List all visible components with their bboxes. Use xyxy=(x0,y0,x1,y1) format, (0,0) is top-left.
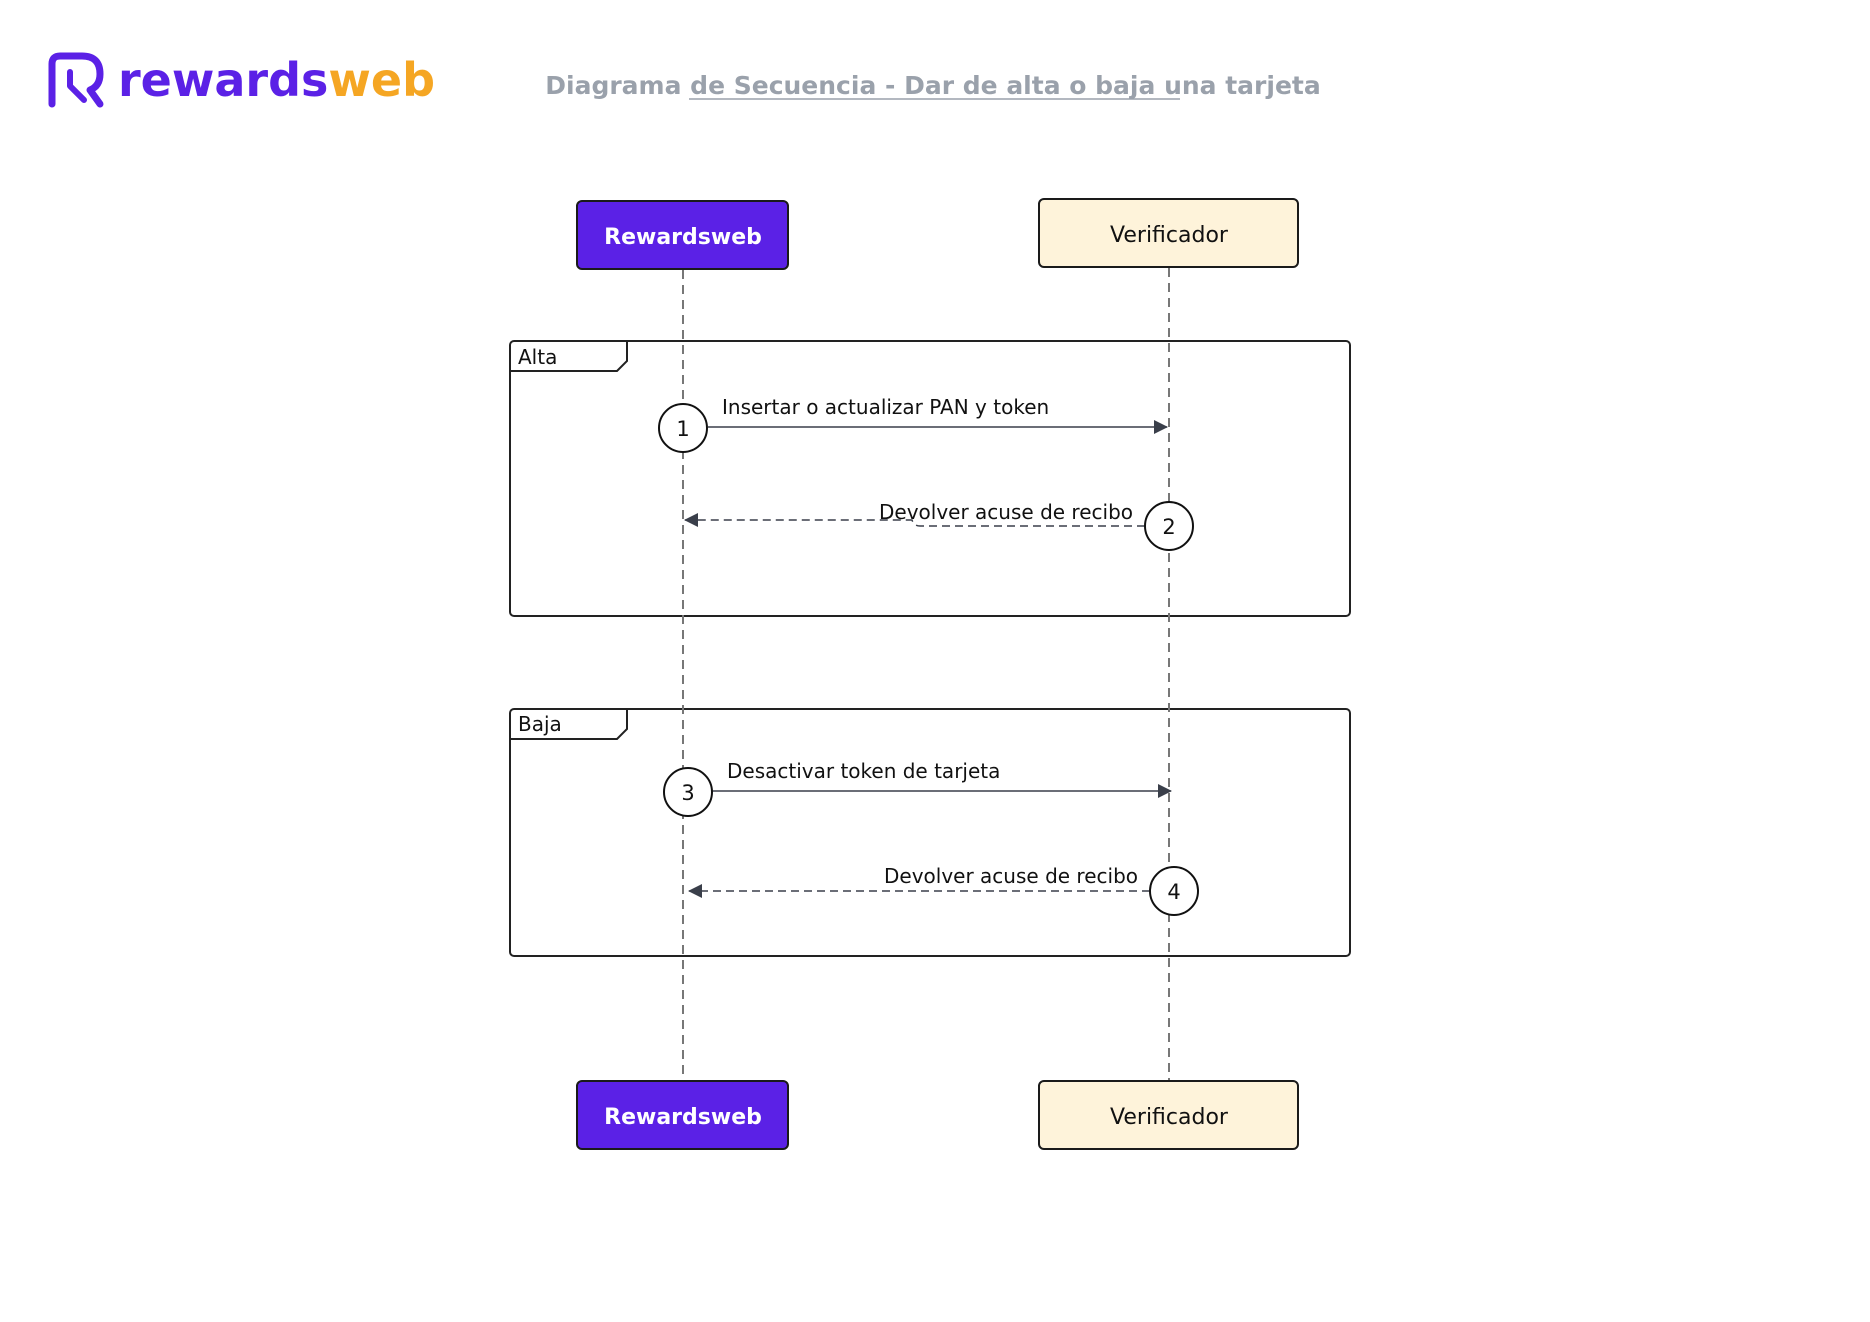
frame-baja-tab xyxy=(510,709,628,740)
logo-icon xyxy=(48,52,104,108)
message-1-number: 1 xyxy=(676,417,689,441)
message-3-number-badge xyxy=(663,767,713,817)
actor-verificador-bottom: Verificador xyxy=(1038,1080,1299,1150)
message-2-label: Devolver acuse de recibo xyxy=(879,500,1133,524)
actor-verificador-top-label: Verificador xyxy=(1110,223,1229,248)
frame-alta-label: Alta xyxy=(518,345,557,369)
message-2: Devolver acuse de recibo 2 xyxy=(684,500,1194,551)
frame-alta-tab xyxy=(510,341,628,372)
frame-baja-border xyxy=(509,708,1351,957)
message-3-label: Desactivar token de tarjeta xyxy=(727,759,1000,783)
message-1-label: Insertar o actualizar PAN y token xyxy=(722,395,1049,419)
frame-alta-border xyxy=(509,340,1351,617)
message-2-arrow xyxy=(684,513,1145,527)
actor-rewardsweb-bottom: Rewardsweb xyxy=(576,1080,789,1150)
frame-alta: Alta xyxy=(509,340,1351,617)
actor-rewardsweb-top-label: Rewardsweb xyxy=(604,225,762,250)
message-3: Desactivar token de tarjeta 3 xyxy=(663,759,1172,817)
message-2-number-badge xyxy=(1144,501,1194,551)
logo-part-web: web xyxy=(328,53,435,107)
actor-verificador-bottom-label: Verificador xyxy=(1110,1105,1229,1130)
actor-verificador-top: Verificador xyxy=(1038,198,1299,268)
actor-rewardsweb-bottom-label: Rewardsweb xyxy=(604,1105,762,1130)
logo: rewardsweb xyxy=(48,52,435,108)
message-4: Devolver acuse de recibo 4 xyxy=(688,864,1199,916)
frame-baja: Baja xyxy=(509,708,1351,957)
message-1: Insertar o actualizar PAN y token 1 xyxy=(658,395,1168,453)
message-4-number: 4 xyxy=(1167,880,1180,904)
logo-text: rewardsweb xyxy=(118,53,435,107)
message-1-number-badge xyxy=(658,403,708,453)
actor-rewardsweb-top: Rewardsweb xyxy=(576,200,789,270)
frame-baja-label: Baja xyxy=(518,712,562,736)
message-3-number: 3 xyxy=(681,781,694,805)
message-4-number-badge xyxy=(1149,866,1199,916)
diagram-title: Diagrama de Secuencia - Dar de alta o ba… xyxy=(545,71,1320,100)
logo-part-rewards: rewards xyxy=(118,53,328,107)
message-2-number: 2 xyxy=(1162,515,1175,539)
message-4-label: Devolver acuse de recibo xyxy=(884,864,1138,888)
